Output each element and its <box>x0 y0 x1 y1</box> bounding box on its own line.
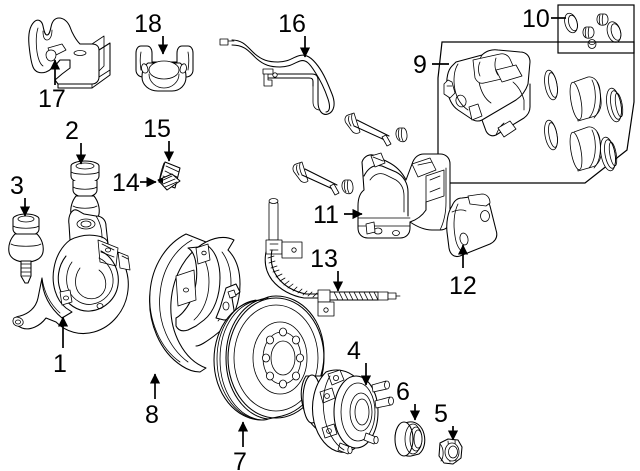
callout-3-group: 3 <box>10 172 31 217</box>
part-9-brake-caliper-assembly-box: 9 <box>413 41 635 184</box>
callout-12-group: 12 <box>449 244 477 300</box>
callout-1-group: 1 <box>53 316 69 378</box>
callout-1-label: 1 <box>53 350 67 378</box>
callout-13-group: 13 <box>310 245 344 292</box>
callout-2-group: 2 <box>65 117 87 165</box>
callout-18-group: 18 <box>134 10 169 55</box>
callout-3-label: 3 <box>10 172 24 200</box>
part-18-stabilizer-bar-bushing-clamp <box>135 45 194 92</box>
caliper-pistons-and-seals <box>544 69 624 172</box>
caliper-body <box>443 49 531 138</box>
part-5-axle-nut <box>438 438 463 465</box>
callout-5-label: 5 <box>434 400 448 428</box>
callout-11-group: 11 <box>313 201 363 229</box>
callout-7-group: 7 <box>233 421 249 471</box>
callout-8-label: 8 <box>145 401 159 429</box>
part-4-wheel-hub-and-bearing <box>300 369 394 455</box>
callout-12-label: 12 <box>449 272 477 300</box>
callout-18-label: 18 <box>134 10 162 38</box>
part-14-knuckle-retaining-clip <box>157 173 181 191</box>
part-11-caliper-mounting-bracket <box>357 152 451 239</box>
callout-11-label: 11 <box>313 201 339 229</box>
callout-6-label: 6 <box>396 378 410 406</box>
callout-13-label: 13 <box>310 245 338 273</box>
callout-10-label: 10 <box>522 5 550 33</box>
part-16-brake-hose-and-tube <box>219 38 335 115</box>
callout-15-group: 15 <box>143 115 175 162</box>
part-17-knuckle-heat-shield-bracket <box>28 17 111 89</box>
seal-kit-contents <box>564 12 622 49</box>
callout-8-group: 8 <box>145 373 161 429</box>
part-12-brake-pad-set <box>446 193 498 258</box>
callout-4-label: 4 <box>347 337 361 365</box>
callout-4-group: 4 <box>347 337 372 386</box>
callout-7-label: 7 <box>233 448 247 471</box>
seal-kit-box-outline <box>557 4 635 54</box>
caliper-guide-pin-bolts <box>292 112 408 196</box>
part-1-steering-knuckle <box>12 209 131 335</box>
guide-pin-boot-upper <box>395 127 408 143</box>
callout-6-group: 6 <box>396 378 421 421</box>
callout-14-label: 14 <box>112 169 140 197</box>
guide-pin-bolt-lower <box>292 161 340 196</box>
part-8-brake-splash-shield <box>149 233 241 373</box>
part-7-brake-rotor-disc <box>213 295 325 421</box>
callout-16-label: 16 <box>278 10 306 38</box>
callout-9-label: 9 <box>413 51 427 79</box>
guide-pin-bolt-upper <box>344 112 392 147</box>
callout-15-label: 15 <box>143 115 171 143</box>
hub-wheel-studs <box>337 380 394 455</box>
rotor-lug-holes <box>261 327 304 389</box>
guide-pin-boot-lower <box>341 179 354 195</box>
callout-17-label: 17 <box>38 85 66 113</box>
callout-5-group: 5 <box>434 400 459 441</box>
callout-2-label: 2 <box>65 117 79 145</box>
part-6-hub-grease-cap <box>394 421 426 457</box>
part-10-caliper-seal-repair-kit-box: 10 <box>522 4 635 54</box>
callout-16-group: 16 <box>278 10 311 58</box>
sensor-cable-coil-2 <box>333 291 379 301</box>
caliper-box-outline <box>437 41 635 184</box>
part-3-lower-ball-joint <box>8 213 44 284</box>
callout-14-group: 14 <box>112 169 157 197</box>
callout-17-group: 17 <box>38 59 66 113</box>
sensor-cable-coil <box>267 255 318 298</box>
part-13-abs-wheel-speed-sensor <box>264 198 401 317</box>
